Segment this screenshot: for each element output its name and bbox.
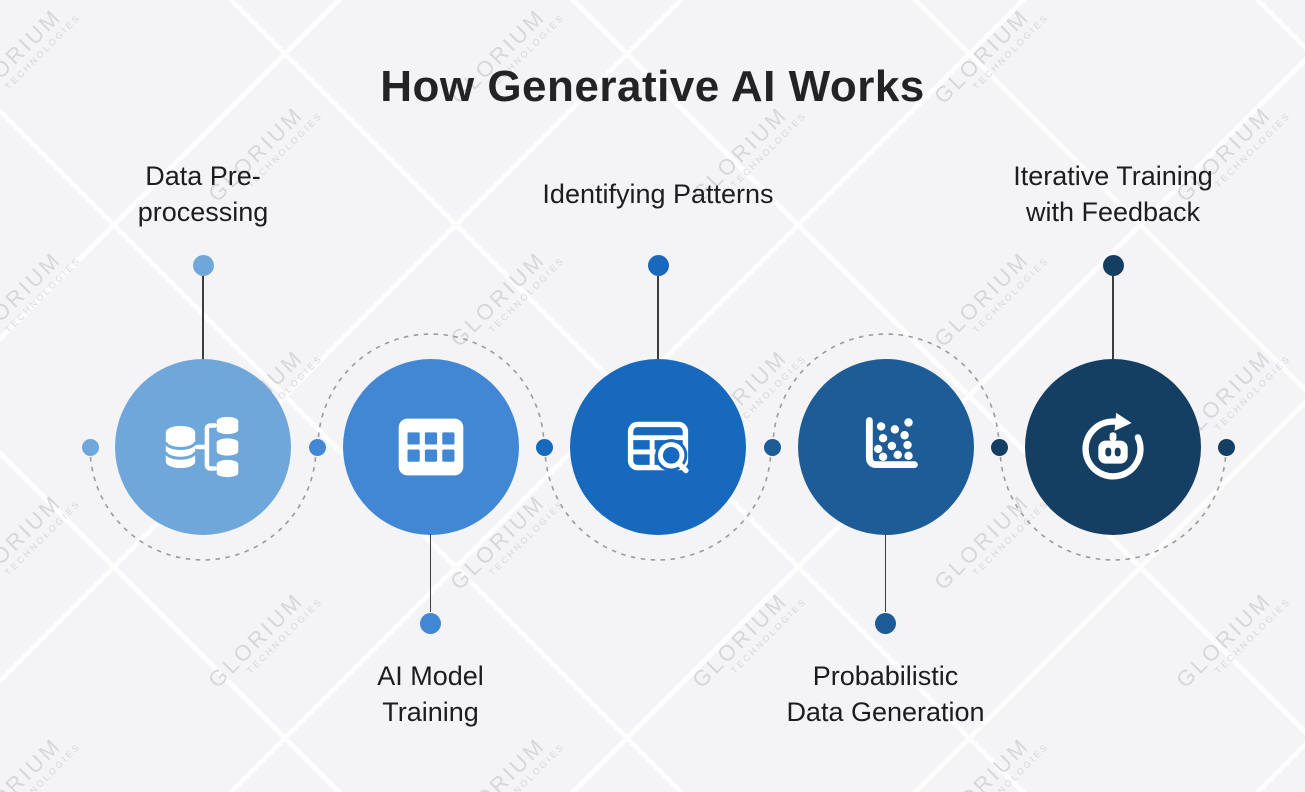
connector-line — [657, 276, 659, 360]
grid-table-icon — [398, 418, 463, 476]
connector-dot — [647, 254, 669, 276]
step-identifying-patterns: Identifying Patterns — [508, 0, 808, 792]
dashed-ring — [771, 333, 1000, 448]
step-label: Identifying Patterns — [542, 179, 774, 209]
table-search-icon — [627, 421, 689, 474]
step-circle — [570, 359, 746, 535]
step-label: Probabilistic Data Generation — [786, 661, 985, 727]
connector-dot — [1102, 254, 1124, 276]
connector-dot — [192, 254, 214, 276]
step-ai-model-training: AI Model Training — [281, 0, 581, 792]
dashed-ring — [544, 446, 772, 561]
connector-line — [202, 276, 204, 360]
step-circle — [1025, 359, 1201, 535]
step-label: Iterative Training with Feedback — [1013, 161, 1213, 227]
dashed-ring — [999, 446, 1227, 561]
dashed-ring — [316, 333, 545, 448]
rail-dot — [308, 438, 326, 456]
step-iterative-training-feedback: Iterative Training with Feedback — [963, 0, 1263, 792]
connector-line — [429, 534, 432, 612]
step-label: Data Pre- processing — [137, 161, 269, 227]
connector-line — [1112, 276, 1114, 360]
dashed-ring — [89, 446, 317, 561]
rail-dot — [1217, 438, 1235, 456]
connector-dot — [420, 612, 441, 634]
database-split-icon — [164, 416, 239, 478]
step-data-pre-processing: Data Pre- processing — [53, 0, 353, 792]
robot-refresh-icon — [1082, 412, 1144, 480]
step-circle — [797, 359, 974, 535]
scatter-plot-icon — [865, 417, 918, 469]
step-label: AI Model Training — [377, 661, 484, 727]
connector-dot — [875, 612, 896, 634]
step-probabilistic-data-generation: Probabilistic Data Generation — [736, 0, 1036, 792]
step-circle — [342, 359, 519, 535]
page-title: How Generative AI Works — [380, 62, 925, 111]
rail-dot — [81, 438, 99, 456]
step-circle — [115, 359, 291, 535]
rail-dot — [990, 438, 1008, 456]
connector-line — [884, 534, 887, 612]
rail-dot — [536, 438, 553, 456]
rail-dot — [763, 438, 781, 456]
